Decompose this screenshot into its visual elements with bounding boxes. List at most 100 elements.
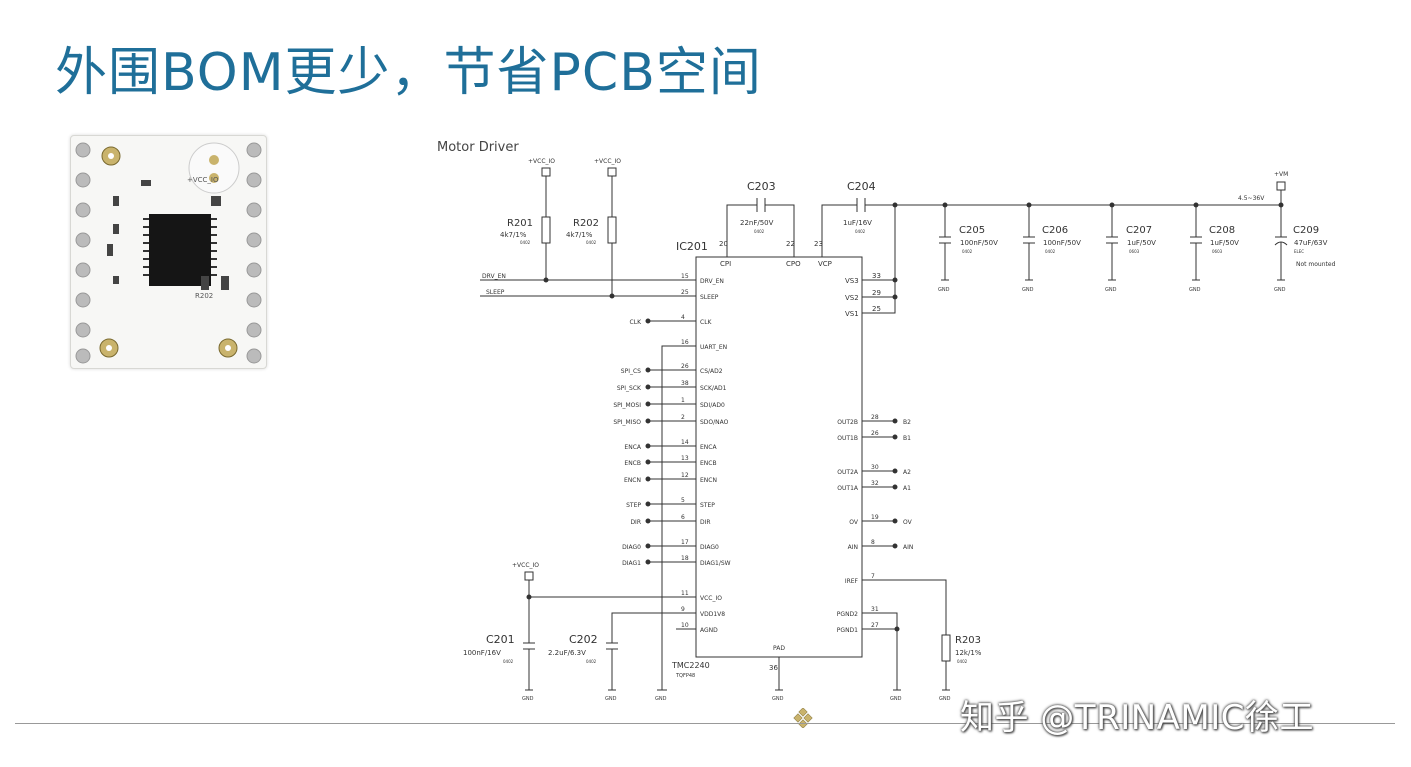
pin-name: DIR bbox=[700, 519, 711, 526]
cap-value: 47uF/63V bbox=[1294, 239, 1328, 247]
pin-number: 8 bbox=[871, 539, 875, 546]
gnd-label: GND bbox=[1189, 287, 1201, 293]
net-terminal bbox=[892, 484, 898, 490]
pin-number: 7 bbox=[871, 573, 875, 580]
cap-value: 100nF/50V bbox=[1043, 239, 1081, 247]
res-value: 4k7/1% bbox=[566, 231, 593, 239]
pin-name: SDO/NAO bbox=[700, 419, 729, 426]
pin-name: SDI/AD0 bbox=[700, 402, 725, 409]
footer-logo-icon bbox=[793, 708, 813, 728]
pin-number: 11 bbox=[681, 590, 689, 597]
pgnd-gnd: GND bbox=[862, 612, 902, 702]
pin-number: 31 bbox=[871, 606, 879, 613]
gnd-label: GND bbox=[772, 696, 784, 702]
net-label: DIAG1 bbox=[622, 560, 641, 567]
pin-number: 9 bbox=[681, 606, 685, 613]
net-terminal bbox=[892, 418, 898, 424]
cap-c206: C206 100nF/50V 0402 GND bbox=[1022, 202, 1081, 293]
top-pin-name: VCP bbox=[818, 260, 832, 268]
cap-pkg: 0402 bbox=[1045, 249, 1056, 254]
right-top-pin-name: VS1 bbox=[845, 310, 859, 318]
slide-title: 外围BOM更少，节省PCB空间 bbox=[55, 43, 762, 103]
net-terminal bbox=[645, 384, 651, 390]
res-value: 12k/1% bbox=[955, 649, 982, 657]
net-terminal bbox=[645, 418, 651, 424]
ic-package: TQFP48 bbox=[675, 673, 695, 679]
cap-c207: C207 1uF/50V 0603 GND bbox=[1105, 202, 1156, 293]
net-label: ENCN bbox=[624, 477, 641, 484]
net-label: ENCA bbox=[624, 444, 641, 451]
cap-c204: C204 1uF/16V 0402 bbox=[821, 180, 1282, 240]
board-drawing: +VCC_IO R202 bbox=[75, 142, 262, 364]
cap-value: 1uF/50V bbox=[1210, 239, 1239, 247]
cap-ref: C208 bbox=[1209, 225, 1235, 236]
pin-number: 14 bbox=[681, 439, 689, 446]
net-terminal bbox=[645, 518, 651, 524]
net-terminal bbox=[892, 543, 898, 549]
right-top-pin-name: VS3 bbox=[845, 277, 859, 285]
gnd-label: GND bbox=[938, 287, 950, 293]
resistor-r202: +VCC_IO R202 4k7/1% 0402 bbox=[566, 158, 621, 299]
cap-c201: +VCC_IO C201 100nF/16V 0402 GND bbox=[463, 562, 696, 702]
pin-number: 6 bbox=[681, 514, 685, 521]
cap-ref: C203 bbox=[747, 180, 776, 193]
board-pins-right bbox=[246, 142, 262, 364]
net-label: B2 bbox=[903, 419, 911, 426]
cap-value: 2.2uF/6.3V bbox=[548, 649, 586, 657]
vm-rail: +VM 4.5~36V 33 29 25 VS3 VS2 VS1 bbox=[845, 171, 1288, 318]
pin-number: 28 bbox=[871, 414, 879, 421]
board-passives bbox=[107, 180, 229, 290]
ic-part: TMC2240 bbox=[671, 661, 710, 670]
pin-name: OV bbox=[849, 519, 859, 526]
pin-number: 18 bbox=[681, 555, 689, 562]
pin-number: 13 bbox=[681, 455, 689, 462]
top-pins: 20 22 23 CPI CPO VCP bbox=[719, 240, 832, 268]
power-label: +VCC_IO bbox=[512, 562, 539, 569]
net-label: STEP bbox=[626, 502, 641, 509]
cap-pkg: 0402 bbox=[754, 229, 765, 234]
cap-c203: C203 22nF/50V 0402 bbox=[726, 180, 795, 240]
gnd-label: GND bbox=[1022, 287, 1034, 293]
footer-divider bbox=[15, 723, 1395, 724]
net-label: DIR bbox=[630, 519, 641, 526]
net-label: SPI_MOSI bbox=[613, 402, 641, 409]
res-ref: R201 bbox=[507, 218, 533, 229]
cap-ref: C206 bbox=[1042, 225, 1068, 236]
board-silk-top-label: +VCC_IO bbox=[187, 176, 219, 184]
board-photo: +VCC_IO R202 bbox=[70, 135, 267, 369]
gnd-label: GND bbox=[655, 696, 667, 702]
res-value: 4k7/1% bbox=[500, 231, 527, 239]
pin-name: OUT1A bbox=[837, 485, 859, 492]
net-label: A1 bbox=[903, 485, 911, 492]
ic-bottom-pin-num: 36 bbox=[769, 664, 778, 672]
net-terminal bbox=[645, 401, 651, 407]
pin-name: PGND1 bbox=[837, 627, 858, 634]
cap-value: 22nF/50V bbox=[740, 219, 774, 227]
right-top-pin-num: 33 bbox=[872, 272, 881, 280]
vm-label: +VM bbox=[1274, 171, 1288, 178]
power-label: +VCC_IO bbox=[594, 158, 621, 165]
pin-name: DIAG1/SW bbox=[700, 560, 731, 567]
pin-name: ENCN bbox=[700, 477, 717, 484]
pin-number: 19 bbox=[871, 514, 879, 521]
board-silk-res-label: R202 bbox=[195, 292, 213, 300]
pin-number: 4 bbox=[681, 314, 685, 321]
pin-number: 26 bbox=[681, 363, 689, 370]
cap-ref: C207 bbox=[1126, 225, 1152, 236]
net-terminal bbox=[645, 501, 651, 507]
pin-number: 26 bbox=[871, 430, 879, 437]
cap-c202: C202 2.2uF/6.3V 0402 GND bbox=[548, 612, 696, 702]
pin-name: AIN bbox=[848, 544, 858, 551]
right-top-pin-num: 25 bbox=[872, 305, 881, 313]
net-label: AIN bbox=[903, 544, 913, 551]
net-label: SPI_MISO bbox=[613, 419, 641, 426]
gnd-label: GND bbox=[522, 696, 534, 702]
pin-name: CS/AD2 bbox=[700, 368, 723, 375]
cap-pkg: 0603 bbox=[1212, 249, 1223, 254]
pin-number: 16 bbox=[681, 339, 689, 346]
pin-number: 25 bbox=[681, 289, 689, 296]
net-label: A2 bbox=[903, 469, 911, 476]
pin-name: STEP bbox=[700, 502, 715, 509]
pin-name: OUT2B bbox=[837, 419, 858, 426]
vm-range: 4.5~36V bbox=[1238, 195, 1265, 202]
